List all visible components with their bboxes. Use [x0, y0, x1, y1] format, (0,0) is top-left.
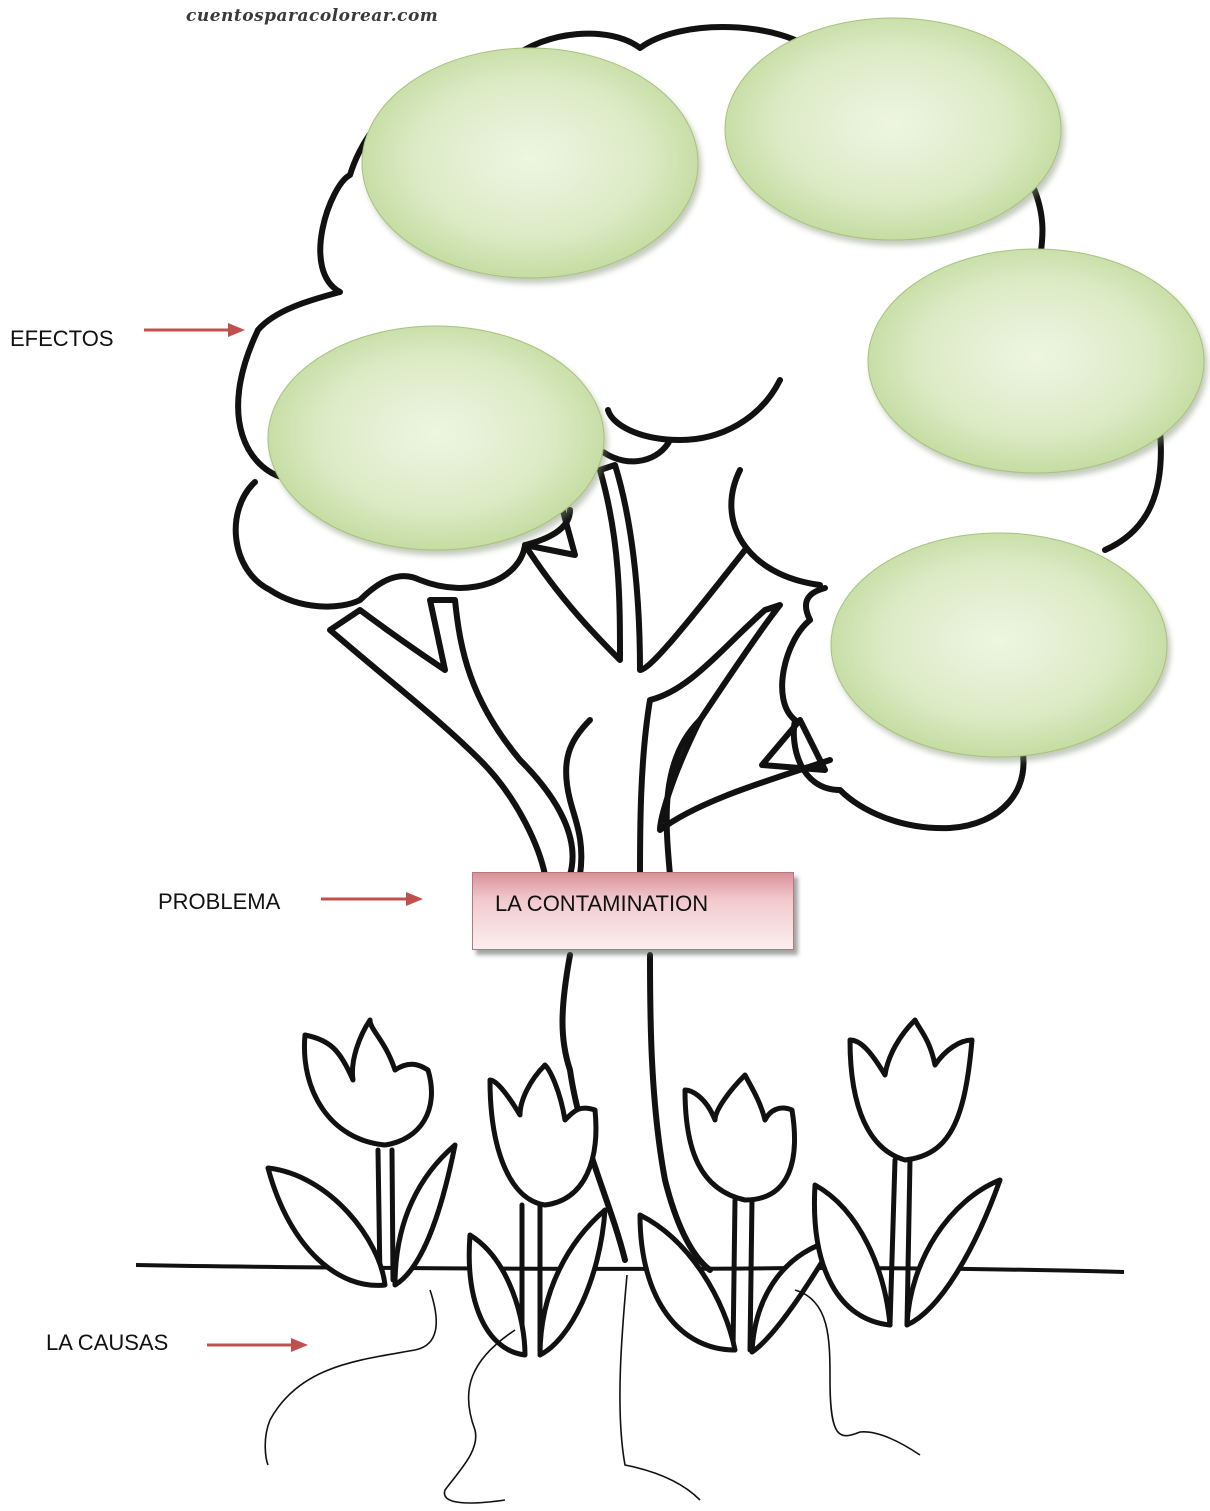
arrow-efectos — [144, 323, 245, 337]
tulip-1 — [268, 1020, 455, 1285]
label-causas: LA CAUSAS — [46, 1330, 168, 1356]
tulips — [268, 1020, 1000, 1355]
roots — [265, 1275, 920, 1503]
root-1 — [265, 1290, 436, 1465]
label-problema: PROBLEMA — [158, 889, 280, 915]
tulip-2 — [469, 1065, 605, 1355]
effect-bubble-1[interactable] — [362, 48, 698, 278]
watermark: cuentosparacolorear.com — [186, 6, 438, 26]
ground-line — [136, 1265, 1124, 1272]
effect-bubble-3[interactable] — [868, 249, 1204, 473]
effect-bubble-4[interactable] — [268, 326, 604, 550]
problem-box[interactable]: LA CONTAMINATION — [472, 872, 794, 950]
tulip-3 — [640, 1075, 835, 1352]
arrow-causas — [207, 1338, 308, 1352]
effect-bubble-5[interactable] — [831, 533, 1167, 757]
tulip-4 — [814, 1020, 1000, 1325]
effect-bubble-2[interactable] — [725, 18, 1061, 240]
arrow-problema — [321, 892, 423, 906]
tree-trunk — [330, 600, 780, 875]
root-2 — [444, 1330, 515, 1503]
problem-text: LA CONTAMINATION — [495, 891, 708, 917]
label-efectos: EFECTOS — [10, 326, 114, 352]
